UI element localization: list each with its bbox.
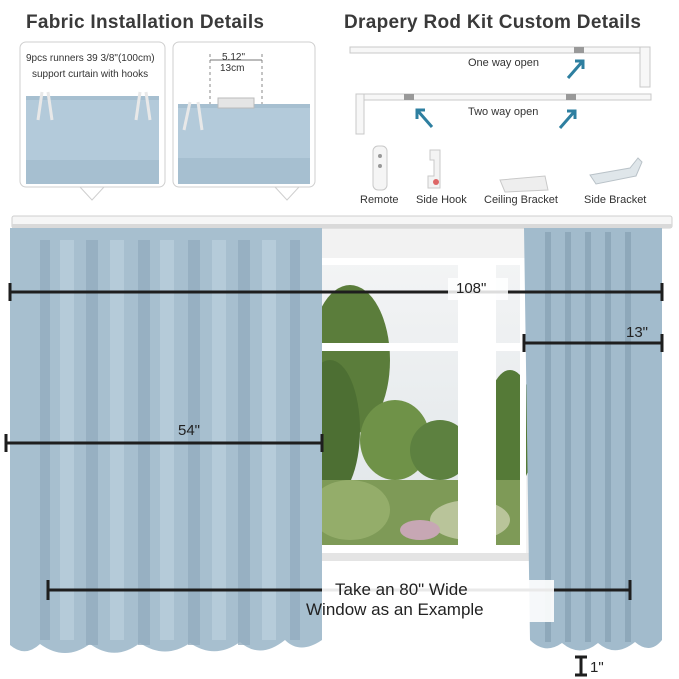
remote-icon: [372, 145, 388, 191]
example-line1: Take an 80" Wide: [335, 580, 468, 599]
arrow-icon: [558, 109, 577, 129]
rod-one-way: [349, 46, 651, 88]
accessory-label-ceiling-bracket: Ceiling Bracket: [484, 194, 558, 206]
window: [300, 228, 540, 561]
fabric-installation-title: Fabric Installation Details: [26, 12, 265, 33]
runners-info-line2: support curtain with hooks: [32, 69, 149, 80]
one-way-open-label: One way open: [468, 57, 539, 69]
rod-kit-title: Drapery Rod Kit Custom Details: [344, 12, 642, 33]
spacing-inches: 5.12": [222, 52, 246, 63]
example-line2: Window as an Example: [306, 600, 484, 619]
right-curtain-panel: [524, 228, 662, 651]
arrow-icon: [415, 108, 434, 128]
runners-info-line1: 9pcs runners 39 3/8"(100cm): [26, 53, 155, 64]
rod-two-way: [355, 93, 652, 135]
two-way-open-label: Two way open: [468, 106, 539, 118]
panel-width-label: 54": [178, 422, 201, 439]
floor-gap-label: 1": [590, 659, 604, 676]
arrow-icon: [566, 59, 585, 79]
curtain-rod: [11, 215, 673, 229]
side-bracket-icon: [589, 157, 643, 185]
label-backgrounds: [322, 278, 554, 622]
left-curtain-panel: [10, 228, 322, 653]
fabric-detail-right-box: [172, 41, 316, 201]
accessory-label-remote: Remote: [360, 194, 399, 206]
arrow-icons: [415, 59, 585, 129]
accessory-label-side-bracket: Side Bracket: [584, 194, 647, 206]
ceiling-bracket-icon: [499, 175, 549, 193]
rod-width-label: 108": [456, 280, 487, 297]
side-hook-icon: [427, 149, 441, 189]
spacing-cm: 13cm: [220, 63, 245, 74]
accessory-label-side-hook: Side Hook: [416, 194, 467, 206]
fabric-detail-left-box: [19, 41, 166, 201]
stack-width-label: 13": [626, 324, 649, 341]
